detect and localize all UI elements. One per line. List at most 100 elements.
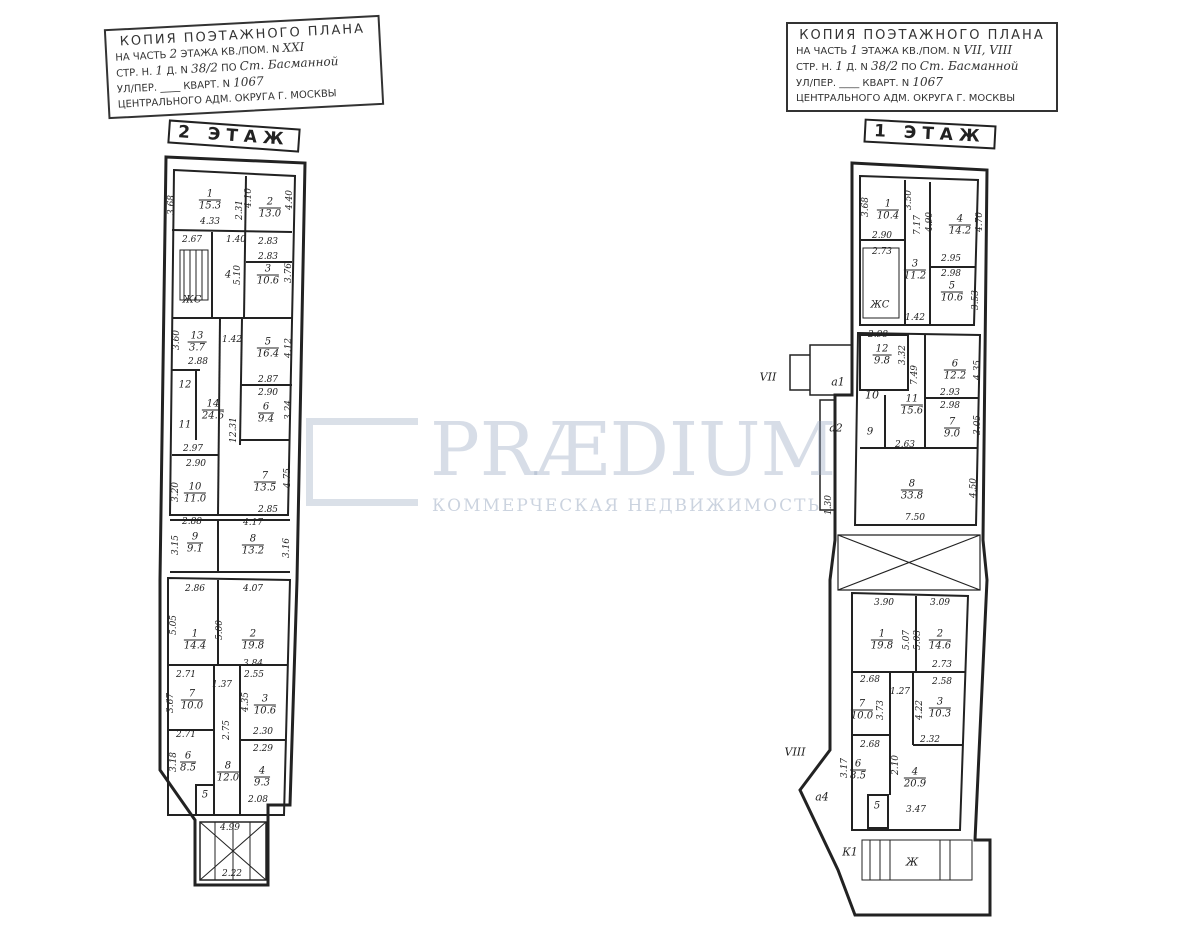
dimension-label: 3.47 <box>905 805 927 815</box>
room-number: 3 <box>903 259 927 271</box>
dimension-label: 1.30 <box>824 494 834 516</box>
dimension-label: 3.32 <box>898 344 908 366</box>
dimension-label: 4.40 <box>285 189 295 211</box>
room-area: 19.8 <box>870 640 894 652</box>
room-area: 16.4 <box>256 348 280 360</box>
dimension-label: 2.55 <box>243 670 265 680</box>
room-area: 9.8 <box>874 355 890 367</box>
room-label: 4 <box>222 270 234 281</box>
label: НА ЧАСТЬ <box>796 46 848 57</box>
room-number: 4 <box>224 269 232 281</box>
room-area: 10.4 <box>876 210 900 222</box>
dimension-label: 12.31 <box>229 417 239 443</box>
floor1-walls <box>789 161 992 917</box>
room-number: 7 <box>180 689 204 701</box>
dimension-label: 3.90 <box>873 598 895 608</box>
plan-mark: а2 <box>829 421 843 435</box>
room-area: 24.6 <box>201 410 225 422</box>
room-number: 13 <box>187 331 207 343</box>
room-number: 11 <box>178 419 192 431</box>
plan-mark: К1 <box>842 845 858 859</box>
room-number: 4 <box>903 767 927 779</box>
room-area: 14.4 <box>183 640 207 652</box>
dimension-label: 3.20 <box>171 481 181 503</box>
room-label: ЖС <box>180 295 205 306</box>
watermark: PRÆDIUM КОММЕРЧЕСКАЯ НЕДВИЖИМОСТЬ <box>300 408 836 523</box>
dimension-label: 2.98 <box>867 330 889 340</box>
room-area: 33.8 <box>900 490 924 502</box>
dimension-label: 2.86 <box>184 584 206 594</box>
room-number: 4 <box>948 214 972 226</box>
watermark-tagline: КОММЕРЧЕСКАЯ НЕДВИЖИМОСТЬ <box>432 496 821 516</box>
dimension-label: 3.68 <box>861 196 871 218</box>
dimension-label: 3.15 <box>171 534 181 556</box>
dimension-label: 2.83 <box>257 252 279 262</box>
dimension-label: 1.37 <box>211 680 233 690</box>
room-label: ЖС <box>868 300 893 311</box>
room-label: 9 <box>864 427 876 438</box>
dimension-label: 4.12 <box>284 337 294 359</box>
room-area: 19.8 <box>241 640 265 652</box>
dimension-label: 2.95 <box>940 254 962 264</box>
room-area: 13.0 <box>258 208 282 220</box>
room-number: 3 <box>253 694 277 706</box>
dimension-label: 3.16 <box>282 537 292 559</box>
room-number: 9 <box>187 532 203 544</box>
room-number: 2 <box>258 197 282 209</box>
unit-value: VII, VIII <box>963 43 1013 57</box>
room-number: 8 <box>900 479 924 491</box>
room-area: 9.3 <box>254 777 270 789</box>
room-area: 11.2 <box>903 270 927 282</box>
room-number: 2 <box>928 629 952 641</box>
dimension-label: 2.97 <box>182 444 204 454</box>
plan-mark: а4 <box>815 790 829 804</box>
room-number: ЖС <box>870 299 890 311</box>
room-number: 3 <box>256 264 280 276</box>
dimension-label: 4.07 <box>242 584 264 594</box>
room-area: 11.0 <box>183 493 207 505</box>
dimension-label: 2.67 <box>181 235 203 245</box>
stamp-line-3: УЛ/ПЕР. ____ КВАРТ. N 1067 <box>796 75 943 89</box>
dimension-label: 4.22 <box>915 699 925 721</box>
room-area: 15.6 <box>900 405 924 417</box>
plan-mark: 10 <box>865 388 879 402</box>
room-number: 8 <box>216 761 240 773</box>
room-number: ЖС <box>182 294 202 306</box>
street-value: Ст. Басманной <box>919 59 1019 73</box>
room-label: 5 <box>199 790 211 801</box>
dimension-label: 3.05 <box>973 414 983 436</box>
plan-mark: VIII <box>784 745 806 759</box>
room-number: 5 <box>256 337 280 349</box>
label: ЭТАЖА КВ./ПОМ. N <box>861 46 961 57</box>
stamp-line-4: ЦЕНТРАЛЬНОГО АДМ. ОКРУГА Г. МОСКВЫ <box>796 93 1016 104</box>
room-number: 1 <box>870 629 894 641</box>
room-number: 5 <box>873 800 881 812</box>
room-area: 8.5 <box>850 770 866 782</box>
dimension-label: 4.17 <box>242 518 264 528</box>
stamp-title: КОПИЯ ПОЭТАЖНОГО ПЛАНА <box>799 28 1045 43</box>
room-area: 10.6 <box>256 275 280 287</box>
plan-mark: а1 <box>831 375 845 389</box>
dimension-label: 3.67 <box>166 692 176 714</box>
dimension-label: 2.75 <box>222 719 232 741</box>
dimension-label: 2.73 <box>931 660 953 670</box>
floor-value: 1 <box>850 43 859 57</box>
label: СТР. Н. <box>796 62 833 73</box>
dimension-label: 3.73 <box>876 699 886 721</box>
dimension-label: 2.32 <box>919 735 941 745</box>
dimension-label: 3.68 <box>167 194 177 216</box>
room-area: 3.7 <box>189 342 205 354</box>
